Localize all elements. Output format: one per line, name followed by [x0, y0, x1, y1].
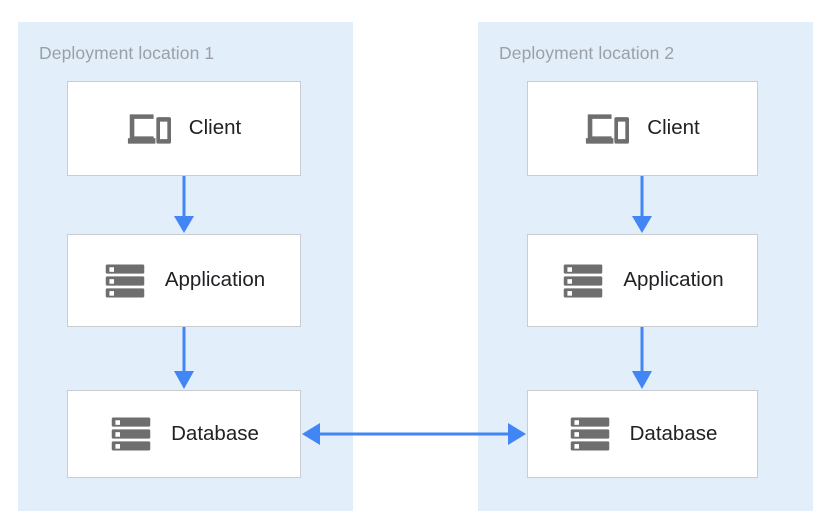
server-icon — [109, 414, 153, 454]
node-database-2-label: Database — [629, 421, 718, 445]
node-application-2[interactable]: Application — [527, 234, 758, 327]
node-database-2[interactable]: Database — [527, 390, 758, 478]
node-application-2-label: Application — [623, 268, 724, 292]
server-icon — [103, 261, 147, 301]
node-database-1-label: Database — [171, 421, 259, 445]
node-client-2-label: Client — [647, 116, 700, 140]
server-icon — [561, 261, 605, 301]
devices-icon — [127, 109, 171, 149]
node-client-1[interactable]: Client — [67, 81, 301, 176]
devices-icon — [585, 109, 630, 149]
deployment-zone-1-label: Deployment location 1 — [39, 43, 215, 63]
node-application-1[interactable]: Application — [67, 234, 301, 327]
node-application-1-label: Application — [164, 268, 266, 292]
server-icon — [568, 414, 612, 454]
node-client-2[interactable]: Client — [527, 81, 758, 176]
node-client-1-label: Client — [188, 116, 242, 140]
deployment-zone-2-label: Deployment location 2 — [499, 43, 675, 63]
node-database-1[interactable]: Database — [67, 390, 301, 478]
